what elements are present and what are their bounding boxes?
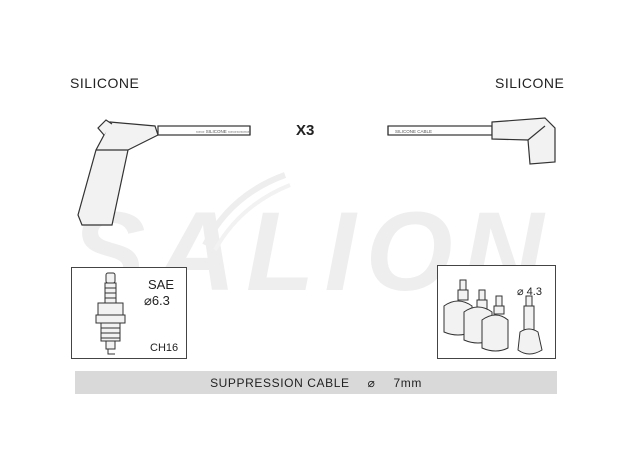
footer-size: 7mm [393, 375, 422, 390]
spark-plug-code: CH16 [150, 342, 179, 354]
ignition-coil-icon [443, 279, 543, 355]
suppression-cable-bar: SUPPRESSION CABLE ⌀ 7mm [75, 371, 557, 394]
right-material-label: SILICONE [495, 75, 565, 91]
footer-diameter-symbol: ⌀ [367, 375, 376, 390]
quantity-label: X3 [296, 122, 315, 139]
left-wire-print: ▭▭ SILICONE ▭▭▭▭▭ [196, 129, 250, 134]
spark-plug-diameter: ⌀6.3 [144, 293, 170, 308]
spark-plug-standard: SAE [148, 277, 175, 292]
left-material-label: SILICONE [70, 75, 140, 91]
spark-plug-box: SAE ⌀6.3 CH16 [71, 267, 187, 359]
footer-label: SUPPRESSION CABLE [210, 375, 350, 390]
right-wire-print: SILICONE CABLE [395, 129, 432, 134]
spark-plug-icon [95, 272, 126, 355]
right-cable-boot [491, 117, 556, 165]
ignition-coil-box: ⌀ 4.3 [437, 265, 556, 359]
left-cable-boot [77, 121, 159, 226]
coil-diameter: ⌀ 4.3 [517, 286, 542, 298]
